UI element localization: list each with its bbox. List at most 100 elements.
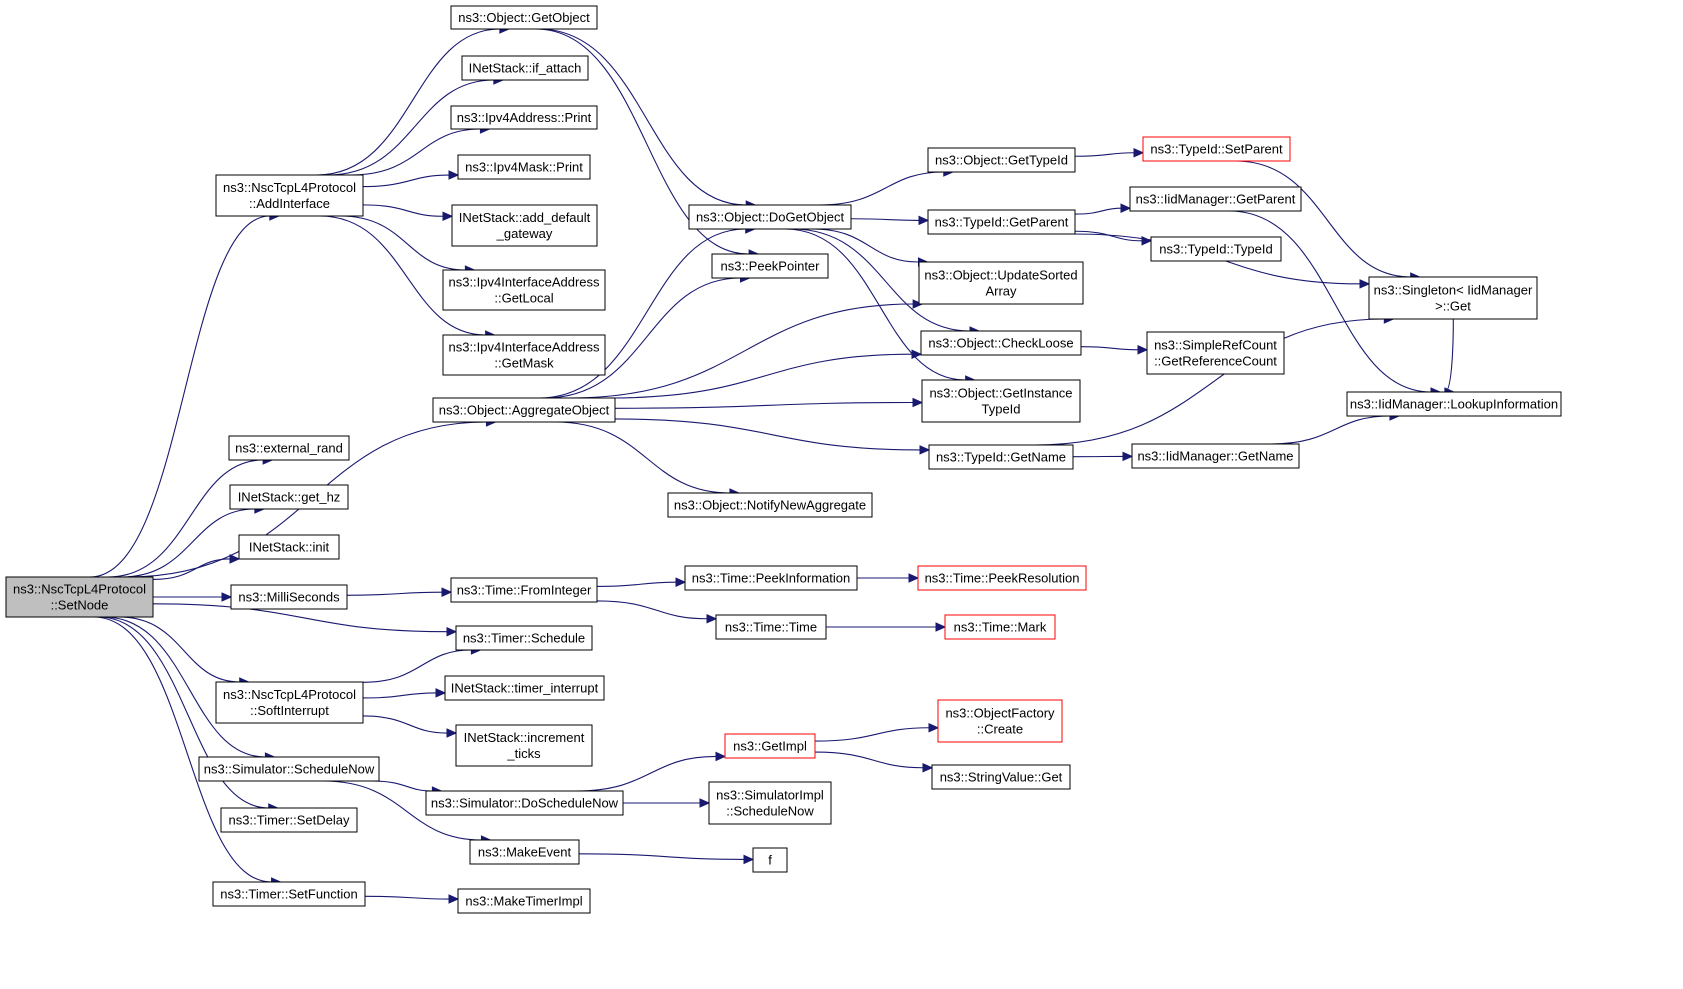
node-lookupinformation[interactable]: ns3::IidManager::LookupInformation [1346,391,1562,417]
node-ipv4addr_print[interactable]: ns3::Ipv4Address::Print [450,105,598,130]
node-box[interactable] [457,154,591,180]
node-timer_schedule[interactable]: ns3::Timer::Schedule [455,625,593,651]
node-box[interactable] [1142,136,1291,162]
node-box[interactable] [229,484,349,510]
node-box[interactable] [432,397,616,423]
node-box[interactable] [917,565,1087,591]
node-box[interactable] [724,733,816,759]
node-singleton_get[interactable]: ns3::Singleton< IidManager >::Get [1368,276,1538,320]
node-box[interactable] [230,584,348,610]
node-box[interactable] [1368,276,1538,320]
node-box[interactable] [228,435,350,461]
node-time_time[interactable]: ns3::Time::Time [715,614,827,640]
node-milliseconds[interactable]: ns3::MilliSeconds [230,584,348,610]
node-box[interactable] [220,807,358,833]
node-stringvalue_get[interactable]: ns3::StringValue::Get [931,764,1071,790]
node-frominteger[interactable]: ns3::Time::FromInteger [450,577,598,603]
node-box[interactable] [931,764,1071,790]
node-checkloose[interactable]: ns3::Object::CheckLoose [920,330,1082,356]
node-peekinformation[interactable]: ns3::Time::PeekInformation [684,565,858,591]
node-setfunction[interactable]: ns3::Timer::SetFunction [212,881,366,907]
node-box[interactable] [918,261,1084,305]
node-init[interactable]: INetStack::init [238,534,340,560]
node-objectfactory_create[interactable]: ns3::ObjectFactory::Create [937,699,1063,743]
node-box[interactable] [937,699,1063,743]
node-iidmanager_getname[interactable]: ns3::IidManager::GetName [1131,443,1300,469]
node-box[interactable] [1129,186,1302,212]
node-box[interactable] [1131,443,1300,469]
node-typeid_typeid[interactable]: ns3::TypeId::TypeId [1150,236,1282,262]
node-box[interactable] [928,444,1074,470]
node-typeid_getparent[interactable]: ns3::TypeId::GetParent [927,209,1076,235]
node-box[interactable] [711,253,829,279]
node-doschedulenow[interactable]: ns3::Simulator::DoScheduleNow [425,790,624,816]
node-dogetobject[interactable]: ns3::Object::DoGetObject [688,204,852,230]
node-box[interactable] [450,105,598,130]
node-box[interactable] [469,839,580,865]
node-box[interactable] [238,534,340,560]
node-box[interactable] [455,724,593,767]
node-schedulenow[interactable]: ns3::Simulator::ScheduleNow [198,756,380,782]
node-peekresolution[interactable]: ns3::Time::PeekResolution [917,565,1087,591]
node-box[interactable] [927,147,1076,173]
node-getobject[interactable]: ns3::Object::GetObject [450,5,598,30]
node-ipv4mask_print[interactable]: ns3::Ipv4Mask::Print [457,154,591,180]
node-addinterface[interactable]: ns3::NscTcpL4Protocol::AddInterface [215,174,364,217]
node-box[interactable] [455,625,593,651]
node-box[interactable] [684,565,858,591]
node-timer_interrupt[interactable]: INetStack::timer_interrupt [444,675,605,701]
node-aggregateobject[interactable]: ns3::Object::AggregateObject [432,397,616,423]
node-peekpointer[interactable]: ns3::PeekPointer [711,253,829,279]
node-getimpl[interactable]: ns3::GetImpl [724,733,816,759]
node-box[interactable] [1346,391,1562,417]
node-get_hz[interactable]: INetStack::get_hz [229,484,349,510]
node-makeevent[interactable]: ns3::MakeEvent [469,839,580,865]
node-time_mark[interactable]: ns3::Time::Mark [944,614,1056,640]
node-box[interactable] [708,781,832,825]
node-box[interactable] [215,681,364,724]
node-setnode[interactable]: ns3::NscTcpL4Protocol::SetNode [5,576,154,618]
node-simplerefcount[interactable]: ns3::SimpleRefCount::GetReferenceCount [1146,331,1285,375]
node-box[interactable] [442,269,606,311]
node-box[interactable] [667,492,873,518]
node-box[interactable] [442,334,606,376]
node-box[interactable] [450,5,598,30]
node-box[interactable] [461,55,589,81]
node-gettypeid[interactable]: ns3::Object::GetTypeId [927,147,1076,173]
node-add_default_gateway[interactable]: INetStack::add_default_gateway [451,204,598,247]
node-iidmanager_getparent[interactable]: ns3::IidManager::GetParent [1129,186,1302,212]
node-increment_ticks[interactable]: INetStack::increment_ticks [455,724,593,767]
node-box[interactable] [944,614,1056,640]
node-setdelay[interactable]: ns3::Timer::SetDelay [220,807,358,833]
node-box[interactable] [450,577,598,603]
node-box[interactable] [920,330,1082,356]
node-box[interactable] [1146,331,1285,375]
node-box[interactable] [5,576,154,618]
node-box[interactable] [715,614,827,640]
node-typeid_getname[interactable]: ns3::TypeId::GetName [928,444,1074,470]
node-box[interactable] [927,209,1076,235]
node-box[interactable] [451,204,598,247]
node-box[interactable] [215,174,364,217]
node-box[interactable] [425,790,624,816]
node-box[interactable] [688,204,852,230]
node-box[interactable] [457,888,591,914]
node-typeid_setparent[interactable]: ns3::TypeId::SetParent [1142,136,1291,162]
node-f[interactable]: f [752,847,788,873]
node-maketimerimpl[interactable]: ns3::MakeTimerImpl [457,888,591,914]
node-getlocal[interactable]: ns3::Ipv4InterfaceAddress::GetLocal [442,269,606,311]
node-box[interactable] [198,756,380,782]
node-notifynewaggregate[interactable]: ns3::Object::NotifyNewAggregate [667,492,873,518]
node-getmask[interactable]: ns3::Ipv4InterfaceAddress::GetMask [442,334,606,376]
node-box[interactable] [752,847,788,873]
node-softinterrupt[interactable]: ns3::NscTcpL4Protocol::SoftInterrupt [215,681,364,724]
node-box[interactable] [444,675,605,701]
node-if_attach[interactable]: INetStack::if_attach [461,55,589,81]
node-box[interactable] [921,379,1081,423]
node-box[interactable] [1150,236,1282,262]
node-box[interactable] [212,881,366,907]
node-simimpl_schedulenow[interactable]: ns3::SimulatorImpl::ScheduleNow [708,781,832,825]
node-external_rand[interactable]: ns3::external_rand [228,435,350,461]
